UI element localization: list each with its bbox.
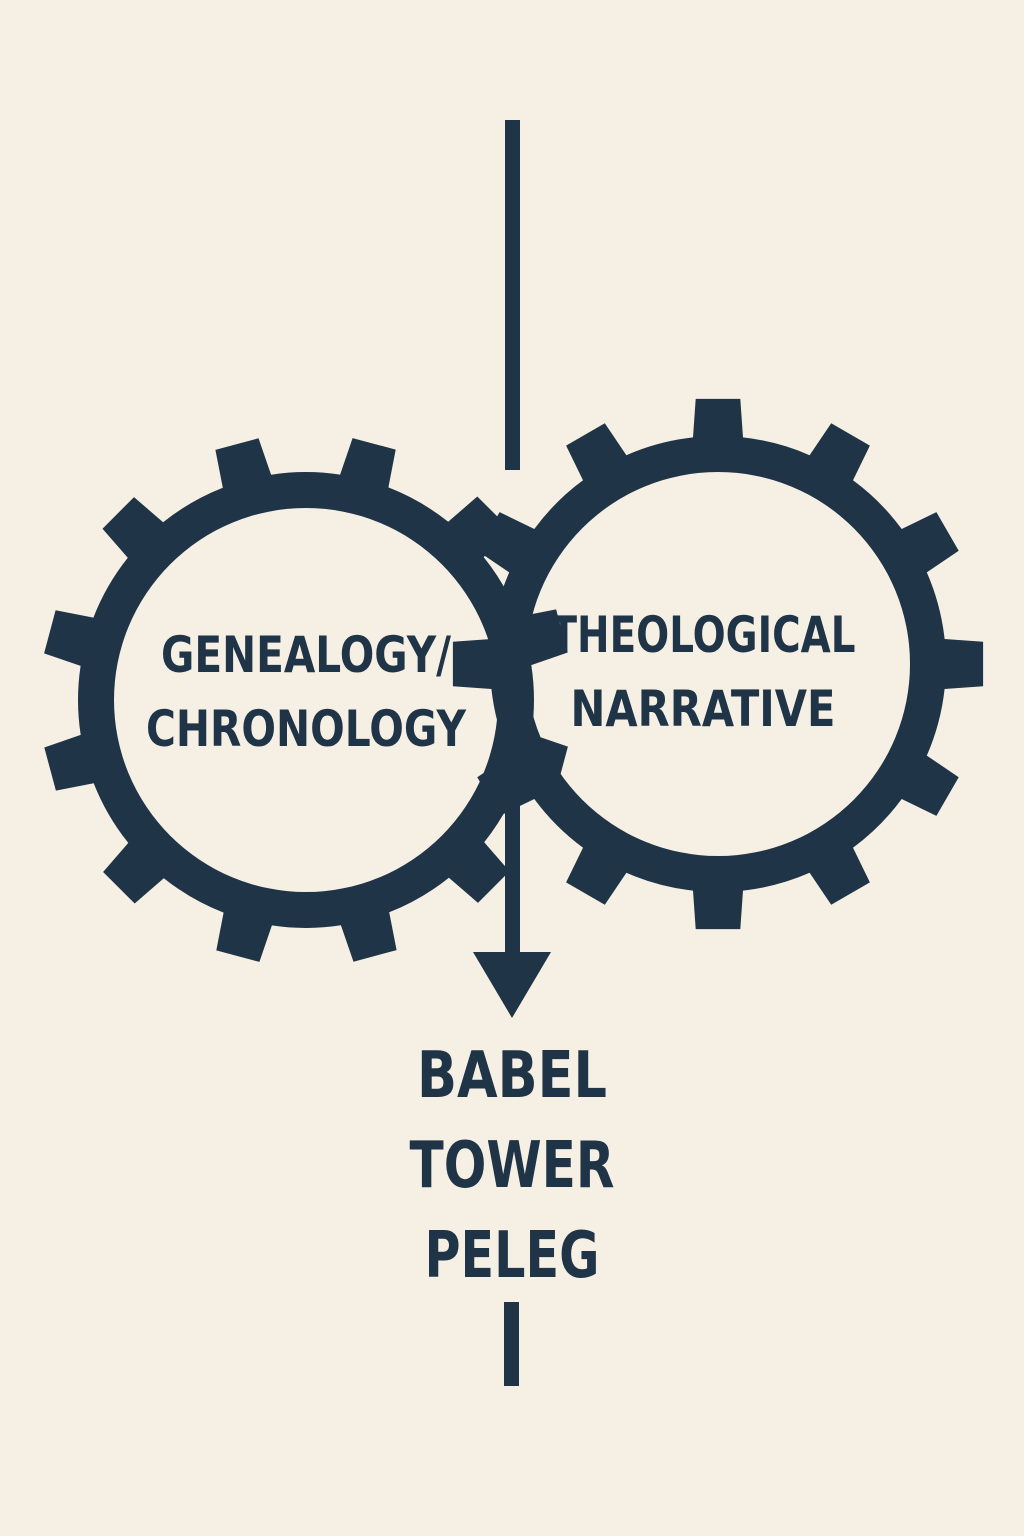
right-gear: THEOLOGICAL NARRATIVE <box>452 398 984 930</box>
top-connector-line <box>505 120 520 470</box>
output-label-peleg: PELEG <box>425 1219 600 1293</box>
output-label-tower: TOWER <box>410 1129 615 1203</box>
bottom-connector-line <box>504 1302 519 1386</box>
down-arrow-shaft <box>505 800 520 960</box>
left-gear-label-line-2: CHRONOLOGY <box>146 700 467 758</box>
left-gear-label-line-1: GENEALOGY/ <box>161 626 452 684</box>
right-gear-label-line-2: NARRATIVE <box>571 680 836 738</box>
right-gear-label-line-1: THEOLOGICAL <box>551 606 856 664</box>
left-gear: GENEALOGY/ CHRONOLOGY <box>44 438 568 962</box>
down-arrow-head-icon <box>473 952 551 1018</box>
down-arrow <box>473 800 551 1018</box>
output-label-babel: BABEL <box>417 1039 607 1113</box>
